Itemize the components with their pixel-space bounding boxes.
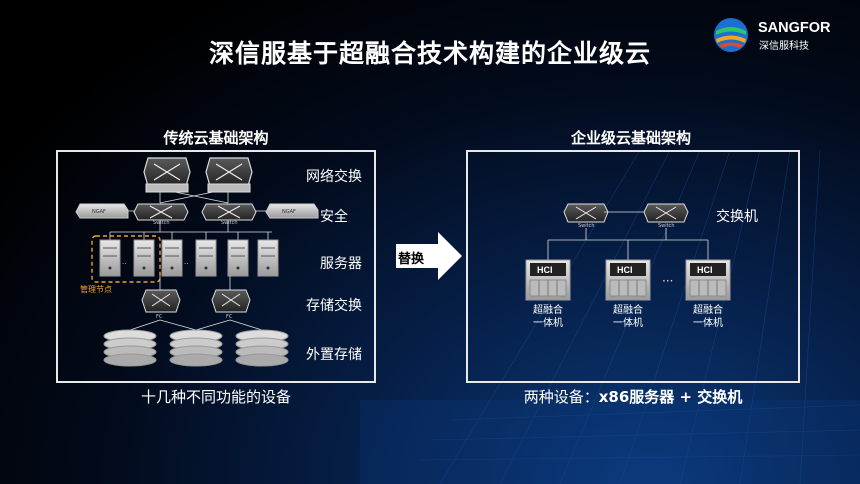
- hci-node-label: 超融合一体机: [613, 305, 643, 329]
- server-icon: [227, 239, 249, 277]
- layer-label-server: 服务器: [320, 256, 362, 272]
- layer-label-external-storage: 外置存储: [306, 347, 362, 363]
- core-switch-icon: [143, 157, 191, 193]
- logo-name: SANGFOR: [758, 20, 831, 36]
- server-icon: [195, 239, 217, 277]
- switch-label: Switch: [658, 223, 675, 229]
- replace-arrow-label: 替换: [398, 252, 425, 267]
- storage-array-icon: [169, 329, 223, 367]
- hci-appliance-icon: HCI: [685, 259, 731, 301]
- fc-label: FC: [156, 314, 163, 320]
- access-switch-icon: Switch: [133, 203, 189, 226]
- right-caption: 两种设备：x86服务器 + 交换机: [523, 388, 743, 406]
- firewall-label: NGAF: [282, 209, 296, 215]
- svg-text:··: ··: [122, 260, 126, 268]
- fc-switch-icon: FC: [141, 289, 181, 320]
- right-panel-heading: 企业级云基础架构: [570, 129, 691, 147]
- server-icon: [257, 239, 279, 277]
- access-switch-icon: Switch: [201, 203, 257, 226]
- firewall-label: NGAF: [92, 209, 106, 215]
- layer-label-security: 安全: [320, 209, 348, 225]
- storage-array-icon: [235, 329, 289, 367]
- hci-badge: HCI: [617, 265, 633, 275]
- right-panel-frame: [466, 150, 800, 383]
- layer-label-storage-switch: 存储交换: [306, 298, 362, 314]
- hci-node-label: 超融合一体机: [533, 305, 563, 329]
- core-switch-icon: [205, 157, 253, 193]
- switch-icon: Switch: [563, 203, 609, 229]
- layer-label-network: 网络交换: [306, 169, 362, 185]
- left-caption: 十几种不同功能的设备: [140, 388, 291, 406]
- left-panel-frame: [56, 150, 376, 383]
- left-panel-heading: 传统云基础架构: [163, 129, 269, 147]
- firewall-icon: NGAF: [75, 203, 129, 219]
- server-icon: [99, 239, 121, 277]
- fc-switch-icon: FC: [211, 289, 251, 320]
- sangfor-logo-icon: [714, 18, 748, 52]
- hci-appliance-icon: HCI: [605, 259, 651, 301]
- server-icon: [161, 239, 183, 277]
- storage-array-icon: [103, 329, 157, 367]
- management-node-highlight: [91, 235, 161, 283]
- hci-ellipsis: ···: [662, 274, 674, 288]
- switch-label: Switch: [153, 220, 170, 226]
- switch-icon: Switch: [643, 203, 689, 229]
- fc-label: FC: [226, 314, 233, 320]
- hci-appliance-icon: HCI: [525, 259, 571, 301]
- firewall-icon: NGAF: [265, 203, 319, 219]
- logo-subtitle: 深信服科技: [759, 41, 809, 52]
- hci-node-label: 超融合一体机: [693, 305, 723, 329]
- svg-text:··: ··: [184, 260, 188, 268]
- slide-title: 深信服基于超融合技术构建的企业级云: [208, 39, 651, 68]
- switch-layer-label: 交换机: [716, 209, 758, 225]
- server-icon: [133, 239, 155, 277]
- switch-label: Switch: [221, 220, 238, 226]
- management-node-label: 管理节点: [80, 285, 112, 294]
- hci-badge: HCI: [537, 265, 553, 275]
- switch-label: Switch: [578, 223, 595, 229]
- hci-badge: HCI: [697, 265, 713, 275]
